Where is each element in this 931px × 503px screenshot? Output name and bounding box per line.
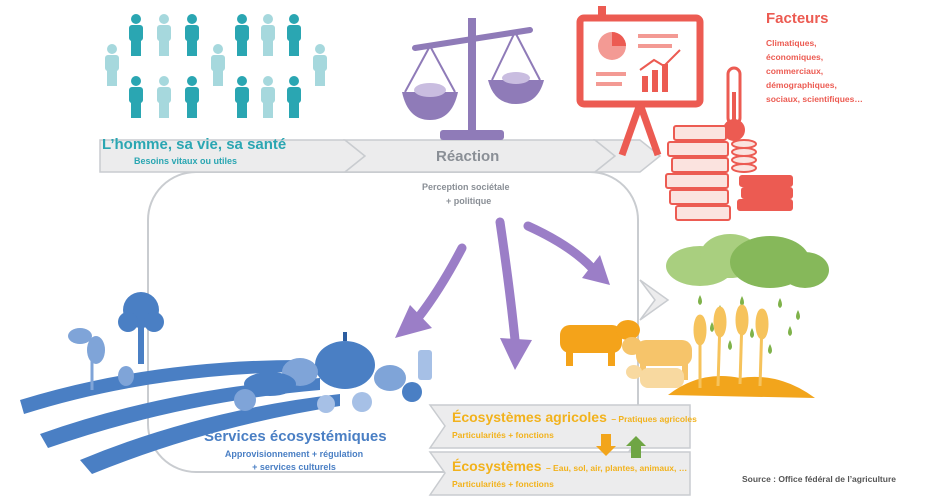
reaction-arrows	[413, 217, 597, 345]
rain-drop	[796, 310, 800, 320]
person-icon	[105, 44, 119, 86]
person-icon	[235, 76, 249, 118]
top-chevron-band	[99, 139, 662, 173]
tree-icon	[118, 292, 164, 364]
reaction-title: Réaction	[436, 148, 500, 165]
agri-heading: Écosystèmes agricoles – Pratiques agrico…	[452, 409, 697, 427]
person-icon	[287, 76, 301, 118]
factors-item: commerciaux,	[766, 66, 824, 76]
source-note: Source : Office fédéral de l’agriculture	[742, 474, 896, 484]
rain-clouds-icon	[666, 234, 829, 288]
services-line1: Approvisionnement + régulation	[224, 449, 364, 459]
person-icon	[261, 14, 275, 56]
rain-drop	[750, 328, 754, 338]
agri-subtitle: Particularités + fonctions	[452, 430, 554, 440]
person-icon	[313, 44, 327, 86]
human-title: L’homme, sa vie, sa santé	[102, 136, 287, 153]
exchange-arrows-icon	[596, 434, 646, 458]
rain-drop	[728, 340, 732, 350]
books-coins-icon	[665, 125, 793, 221]
eco-subtitle: Particularités + fonctions	[452, 479, 554, 489]
services-title: Services écosystémiques	[204, 428, 387, 445]
person-icon	[261, 76, 275, 118]
reaction-line2: + politique	[446, 196, 492, 206]
wheat-field-icon	[668, 304, 815, 398]
person-icon	[157, 76, 171, 118]
balance-scale-icon	[402, 18, 544, 140]
rain-drops	[698, 295, 800, 354]
rain-drop	[788, 326, 792, 336]
services-line2: + services culturels	[252, 462, 336, 472]
reaction-line1: Perception sociétale	[422, 182, 510, 192]
factors-item: économiques,	[766, 52, 824, 62]
eco-title: Écosystèmes	[452, 458, 542, 474]
people-icons	[105, 14, 327, 118]
arrow-to-agriculture	[523, 221, 597, 273]
arrow-to-ecosystems	[495, 217, 520, 345]
person-icon	[157, 14, 171, 56]
eco-heading: Écosystèmes – Eau, sol, air, plantes, an…	[452, 458, 687, 476]
person-icon	[287, 14, 301, 56]
person-icon	[185, 14, 199, 56]
eco-suffix: – Eau, sol, air, plantes, animaux, …	[545, 463, 688, 473]
reaction-arrowheads	[395, 255, 610, 370]
arrow-to-services	[413, 243, 467, 323]
agri-title: Écosystèmes agricoles	[452, 409, 607, 425]
person-icon	[185, 76, 199, 118]
presentation-board-icon	[576, 6, 704, 157]
person-icon	[235, 14, 249, 56]
person-icon	[129, 76, 143, 118]
right-chevron	[639, 279, 670, 321]
agri-suffix: – Pratiques agricoles	[611, 414, 697, 424]
rain-drop	[740, 296, 744, 306]
person-icon	[129, 14, 143, 56]
rain-drop	[778, 298, 782, 308]
food-basket-icon	[234, 332, 432, 413]
factors-item: démographiques,	[766, 80, 837, 90]
person-icon	[211, 44, 225, 86]
rain-drop	[698, 295, 702, 305]
factors-item: sociaux, scientifiques…	[766, 94, 863, 104]
rain-drop	[710, 322, 714, 332]
human-subtitle: Besoins vitaux ou utiles	[134, 156, 238, 166]
factors-item: Climatiques,	[766, 38, 817, 48]
cows-icon	[560, 320, 692, 388]
bottom-bands	[428, 404, 691, 496]
rain-drop	[768, 344, 772, 354]
factors-title: Facteurs	[766, 10, 829, 27]
plants-icon	[68, 328, 134, 390]
thermometer-icon	[723, 66, 745, 141]
